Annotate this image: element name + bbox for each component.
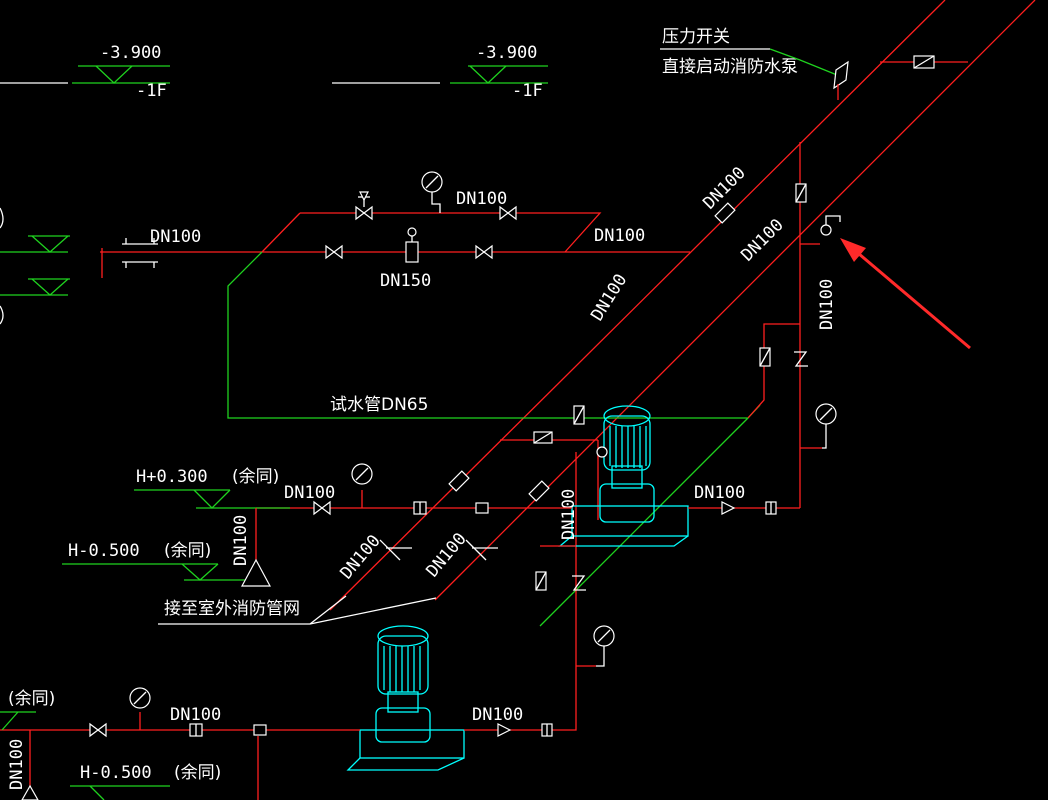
elevation-mark-h-plus: H+0.300 (余同) <box>134 467 290 509</box>
dn-label-header-right: DN100 <box>594 226 645 246</box>
elevation-value-top-left: -3.900 <box>100 43 161 63</box>
fire-pump-2 <box>346 625 615 771</box>
connect-outdoor-label: 接至室外消防管网 <box>164 599 300 619</box>
elevation-mark-top-mid: -3.900 -1F <box>332 43 548 101</box>
floor-label-top-mid: -1F <box>512 81 543 101</box>
dn-label-pump1-riser: DN100 <box>559 489 579 540</box>
gate-valve-icon <box>325 191 517 260</box>
dn-label-reducer: DN100 <box>231 515 251 566</box>
main-diagonal-pipes <box>329 0 1036 611</box>
same-note-4: (余同) <box>174 763 221 783</box>
reducer-cone-icon <box>240 508 272 587</box>
pump1-inlet <box>256 463 586 591</box>
dn-label-pump2-out: DN100 <box>472 705 523 725</box>
elevation-mark-h-minus: H-0.500 (余同) <box>62 541 262 581</box>
dn-label-diag-4: DN100 <box>337 531 385 583</box>
pressure-switch-label: 压力开关 <box>662 27 730 47</box>
diagonal-valve-markers <box>448 202 736 502</box>
test-pipe <box>227 251 761 627</box>
left-header-pipes <box>0 212 690 296</box>
elevation-value-h-plus: H+0.300 <box>136 467 208 487</box>
elevation-mark-h-minus-bottom: H-0.500 (余同) <box>70 763 221 800</box>
pressure-switch-icon <box>833 60 849 90</box>
fire-pump-1 <box>500 405 800 690</box>
dn-label-dn150: DN150 <box>380 271 431 291</box>
dn-label-pump1-out: DN100 <box>694 483 745 503</box>
elevation-value-h-minus-bottom: H-0.500 <box>80 763 152 783</box>
pump2-inlet <box>0 687 360 800</box>
elevation-mark-top-left: -3.900 -1F <box>0 43 170 101</box>
edge-fragment <box>0 305 4 325</box>
dn-label-bypass: DN100 <box>456 189 507 209</box>
dn-label-bottom-left: DN100 <box>7 739 27 790</box>
elevation-value-top-mid: -3.900 <box>476 43 537 63</box>
dn-label-diag-2: DN100 <box>737 215 787 265</box>
pressure-switch-note: 压力开关 直接启动消防水泵 <box>660 27 849 90</box>
right-riser <box>747 142 841 508</box>
dn-label-diag-5: DN100 <box>423 529 471 581</box>
dn-label-pump1-in: DN100 <box>284 483 335 503</box>
dn-label-pump2-in: DN100 <box>170 705 221 725</box>
pointer-arrow-icon <box>840 238 971 350</box>
direct-start-pump-label: 直接启动消防水泵 <box>662 57 798 77</box>
dn-label-diag-3: DN100 <box>587 271 631 325</box>
pressure-gauge-icon <box>421 171 443 213</box>
same-note-1: (余同) <box>232 467 279 487</box>
outdoor-connection-note: 接至室外消防管网 <box>158 539 498 625</box>
floor-label-top-left: -1F <box>136 81 167 101</box>
dn-label-riser: DN100 <box>817 279 837 330</box>
same-note-2: (余同) <box>164 541 211 561</box>
flow-meter-icon <box>405 227 419 263</box>
edge-fragment <box>0 207 4 229</box>
dn-label-header-left: DN100 <box>150 227 201 247</box>
test-pipe-label: 试水管DN65 <box>330 395 428 415</box>
same-note-3: (余同) <box>8 689 55 709</box>
elevation-value-h-minus: H-0.500 <box>68 541 140 561</box>
